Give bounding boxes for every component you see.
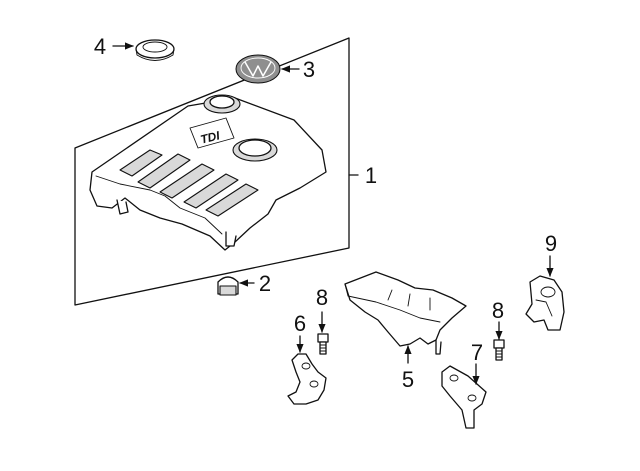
cover-badge-text: TDI	[199, 128, 222, 146]
callout-8-right: 8	[492, 298, 504, 323]
bolt-part-left[interactable]	[317, 333, 329, 355]
callout-1: 1	[365, 163, 377, 188]
grommet-part[interactable]	[217, 276, 239, 296]
callout-3: 3	[303, 57, 315, 82]
callout-7: 7	[471, 340, 483, 365]
bolt-part-right[interactable]	[493, 339, 505, 361]
bracket-part-6[interactable]	[287, 353, 327, 405]
callout-2: 2	[259, 271, 271, 296]
callout-8-left: 8	[316, 285, 328, 310]
engine-cover-part[interactable]: TDI	[89, 94, 327, 251]
bracket-part-7[interactable]	[441, 365, 487, 429]
callout-6: 6	[294, 311, 306, 336]
bracket-part-9[interactable]	[525, 275, 565, 331]
callout-4: 4	[94, 34, 106, 59]
emblem-part[interactable]	[235, 54, 281, 84]
insulator-part[interactable]	[344, 271, 467, 355]
callout-5: 5	[402, 367, 414, 392]
callout-9: 9	[545, 231, 557, 256]
seal-ring-part[interactable]	[135, 39, 175, 61]
